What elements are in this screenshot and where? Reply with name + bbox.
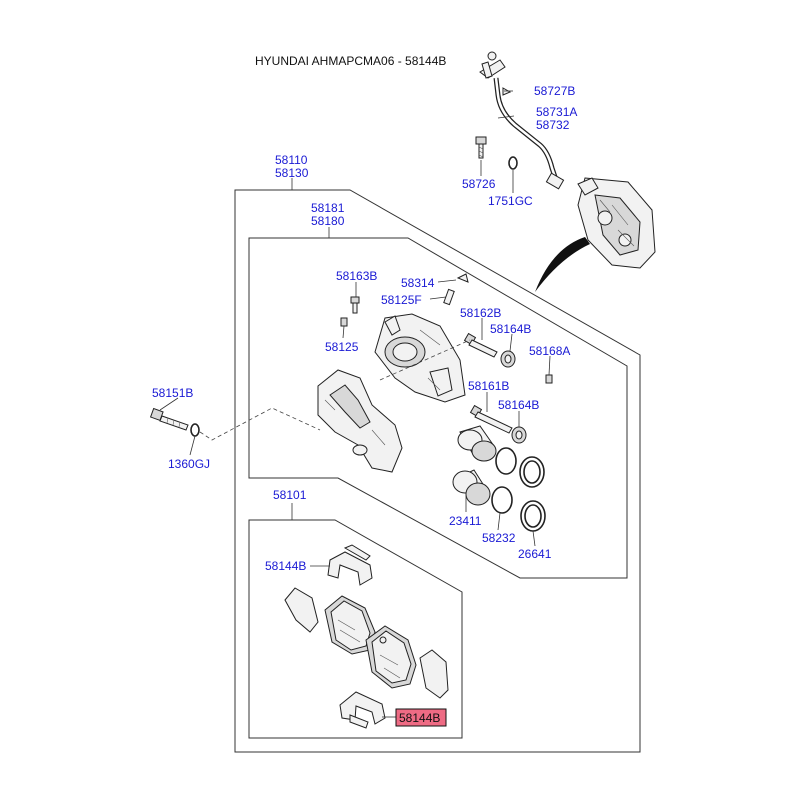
- diagram-title: HYUNDAI AHMAPCMA06 - 58144B: [255, 54, 446, 68]
- part-label-58125[interactable]: 58125: [325, 340, 359, 354]
- caliper-illustration-upper: [577, 177, 656, 269]
- piston-upper: [457, 425, 497, 462]
- washer-1751gc: [508, 156, 518, 170]
- seal-58232: [491, 447, 517, 514]
- part-label-58164b-upper[interactable]: 58164B: [490, 322, 531, 336]
- cap-58168a: [545, 374, 553, 384]
- brake-pad-outer: [365, 625, 417, 689]
- shim-right: [419, 649, 449, 699]
- pointer-arrow: [535, 237, 590, 292]
- part-label-58314[interactable]: 58314: [401, 276, 435, 290]
- part-label-58726[interactable]: 58726: [462, 177, 496, 191]
- assembly-frame-58110: [234, 189, 641, 753]
- bleeder-cap-58125: [340, 317, 348, 327]
- part-label-58232[interactable]: 58232: [482, 531, 516, 545]
- pad-clip-upper: [327, 544, 373, 586]
- bleeder-58125f: [443, 288, 455, 306]
- bolt-axis-line: [199, 407, 321, 441]
- washer-1360gj: [190, 423, 200, 437]
- part-label-1360gj[interactable]: 1360GJ: [168, 457, 210, 471]
- highlight-box: [395, 708, 447, 727]
- part-label-58125f[interactable]: 58125F: [381, 293, 422, 307]
- part-label-58110[interactable]: 58110: [275, 153, 308, 167]
- part-label-58180[interactable]: 58180: [311, 214, 345, 228]
- part-label-1751gc[interactable]: 1751GC: [488, 194, 533, 208]
- part-label-58181[interactable]: 58181: [311, 201, 345, 215]
- part-label-58731a[interactable]: 58731A: [536, 105, 577, 119]
- guide-pin-58162b: [463, 332, 498, 358]
- part-label-58162b[interactable]: 58162B: [460, 306, 501, 320]
- brake-pad-inner: [324, 595, 376, 655]
- part-label-58732[interactable]: 58732: [536, 118, 570, 132]
- bolt-58163b: [350, 296, 360, 314]
- part-label-58144b-highlighted[interactable]: 58144B: [399, 711, 440, 725]
- leader-lines: [159, 90, 551, 718]
- boot-58164b-upper: [500, 350, 516, 368]
- piston-23411: [452, 469, 491, 506]
- part-label-58130[interactable]: 58130: [275, 166, 309, 180]
- pad-kit-frame-58101: [248, 519, 463, 739]
- boot-26641: [519, 456, 546, 532]
- brake-hose-assembly: [479, 51, 565, 190]
- part-label-23411[interactable]: 23411: [449, 514, 482, 528]
- bolt-58726: [475, 136, 487, 159]
- boot-58164b-lower: [511, 426, 527, 444]
- caliper-bracket: [317, 369, 403, 473]
- part-label-58144b-upper[interactable]: 58144B: [265, 559, 306, 573]
- pin-axis-line: [379, 339, 471, 381]
- cap-58314: [456, 273, 469, 283]
- guide-pin-58161b: [469, 404, 513, 434]
- part-label-58101[interactable]: 58101: [273, 488, 307, 502]
- part-label-58151b[interactable]: 58151B: [152, 386, 193, 400]
- caliper-housing: [374, 313, 466, 403]
- part-label-58164b-lower[interactable]: 58164B: [498, 398, 539, 412]
- shim-left: [284, 587, 319, 633]
- part-label-26641[interactable]: 26641: [518, 547, 552, 561]
- part-label-58163b[interactable]: 58163B: [336, 269, 377, 283]
- part-label-58168a[interactable]: 58168A: [529, 344, 570, 358]
- part-label-58161b[interactable]: 58161B: [468, 379, 509, 393]
- pad-clip-lower: [339, 691, 386, 729]
- bolt-58151b: [149, 407, 189, 431]
- part-label-58727b[interactable]: 58727B: [534, 84, 575, 98]
- caliper-frame-58181: [248, 237, 628, 579]
